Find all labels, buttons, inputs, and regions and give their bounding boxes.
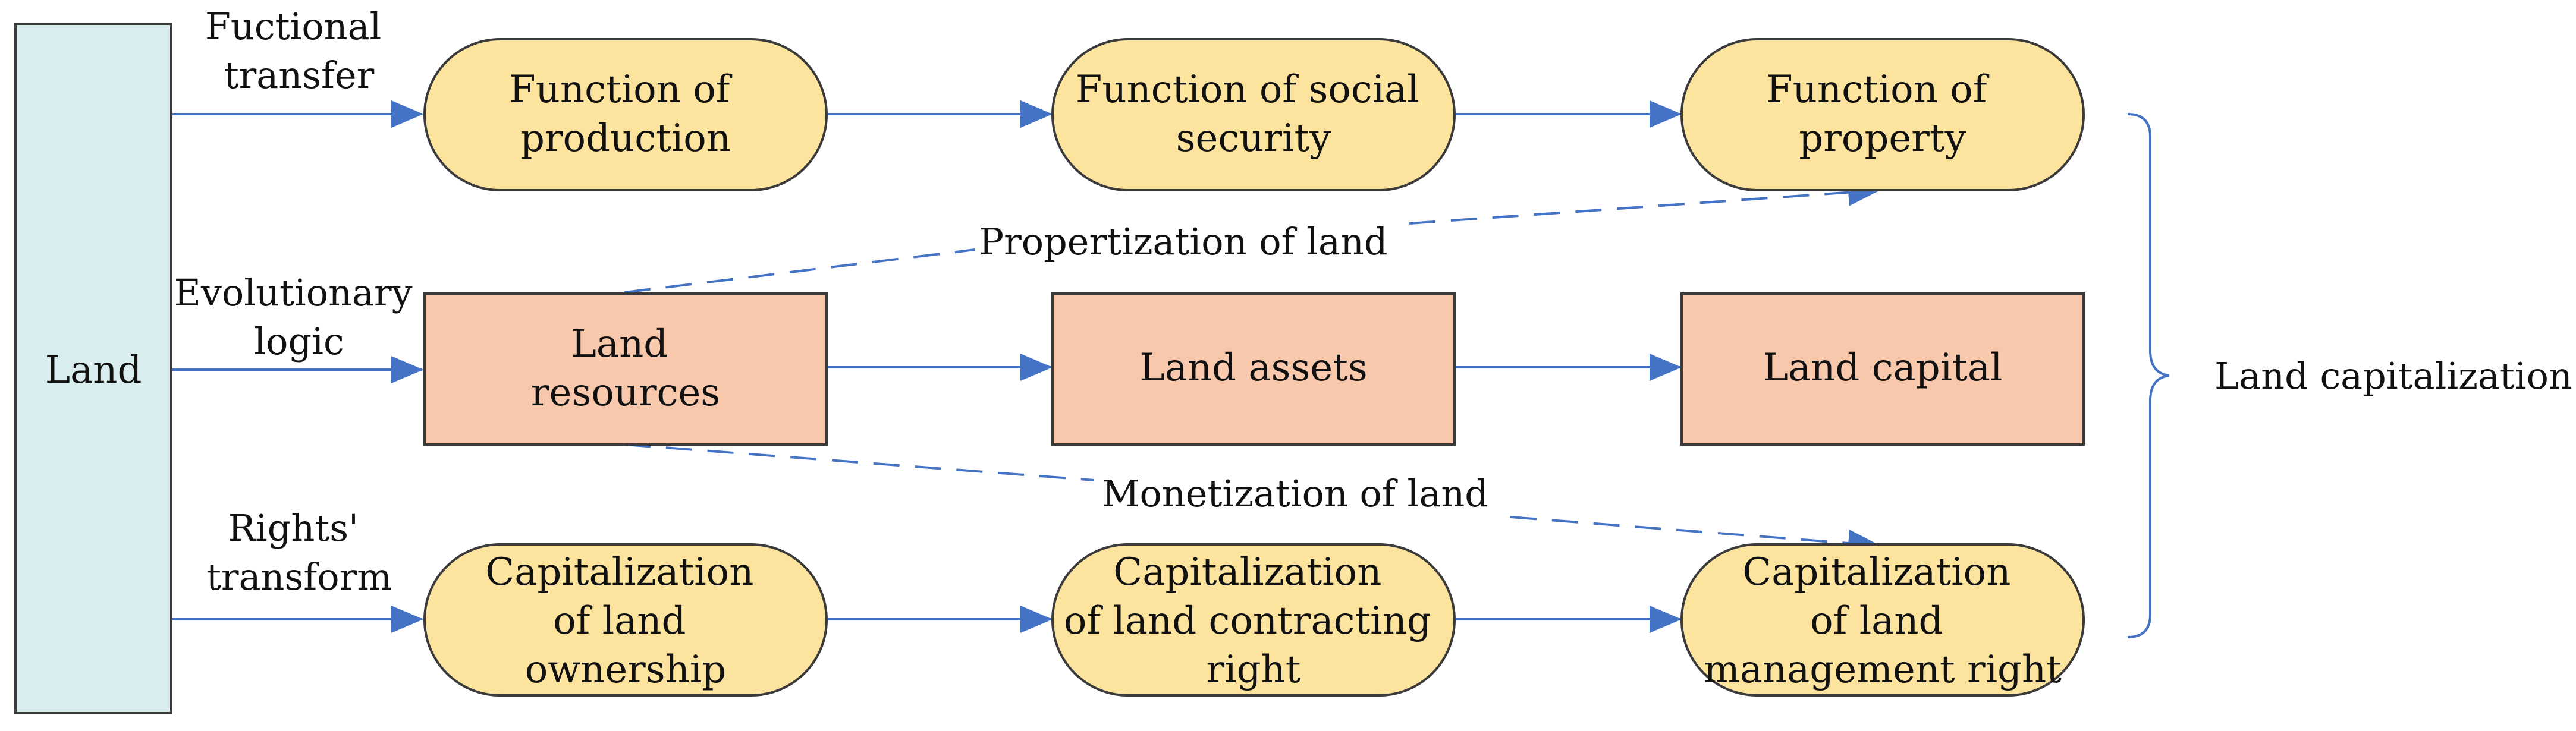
node-cap-contracting-label: Capitalization of land contracting right [1064,550,1443,692]
node-land-assets-label: Land assets [1139,346,1367,390]
node-function-production [423,38,828,191]
edge-monetization-b [1510,516,1880,557]
node-cap-management-label: Capitalization of land management right [1704,550,2062,692]
connectors [171,100,2170,638]
node-cap-ownership [423,543,828,697]
node-function-social-security [1051,38,1456,191]
node-cap-contracting [1051,543,1456,697]
land-box [14,23,172,714]
label-functional-transfer: Fuctional transfer [205,5,393,97]
node-land-capital [1680,292,2085,446]
node-function-production-label: Function of production [509,68,742,160]
label-land-capitalization: Land capitalization [2214,354,2572,398]
node-cap-management [1680,543,2085,697]
node-function-property [1680,38,2085,191]
node-land-resources-label: Land resources [531,322,720,415]
node-land-resources [423,292,828,446]
node-function-social-security-label: Function of social security [1076,68,1431,160]
edge-propertization-b [1409,178,1880,225]
curly-bracket [2127,113,2170,638]
edge-propertization-a [624,248,976,294]
node-cap-ownership-label: Capitalization of land ownership [485,550,766,692]
node-land-assets [1051,292,1456,446]
label-monetization: Monetization of land [1102,472,1488,515]
edge-monetization-a [624,443,1095,481]
node-land-capital-label: Land capital [1763,346,2003,390]
label-evolutionary-logic: Evolutionary logic [174,271,425,363]
label-rights-transform: Rights' transform [206,506,392,598]
land-label: Land [45,348,142,392]
label-propertization: Propertization of land [979,220,1387,263]
node-function-property-label: Function of property [1766,68,1999,160]
